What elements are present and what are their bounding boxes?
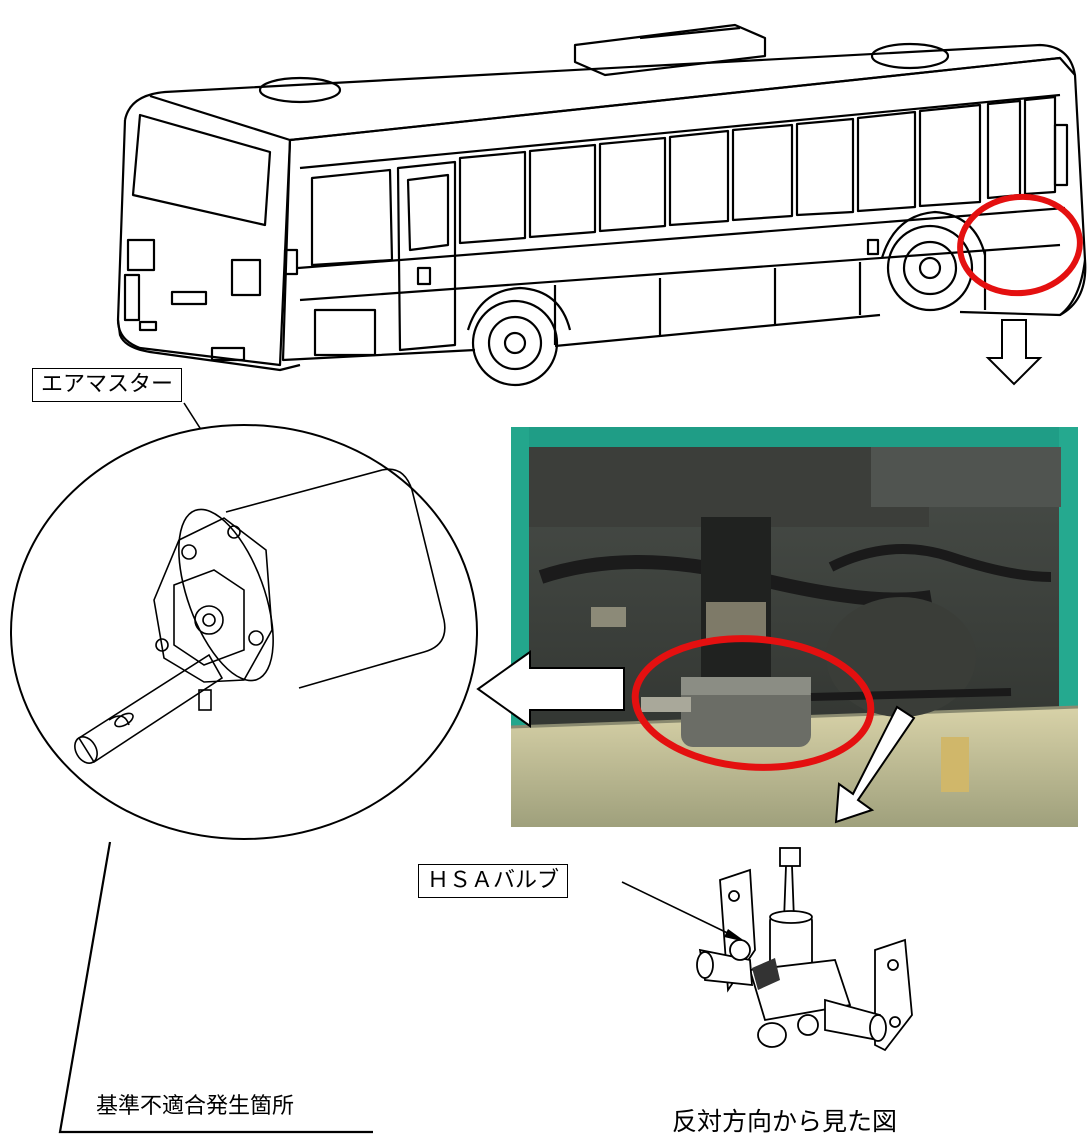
down-arrow-icon	[985, 319, 1043, 386]
air-master-drawing	[10, 424, 478, 840]
photo-highlight-circle	[631, 635, 875, 771]
hsa-valve-label: ＨＳＡバルブ	[418, 864, 569, 898]
air-master-label: エアマスター	[32, 368, 183, 402]
opposite-view-caption: 反対方向から見た図	[672, 1107, 898, 1136]
nonconformity-location-label: 基準不適合発生箇所	[96, 1094, 295, 1119]
diagonal-arrow-icon	[834, 705, 916, 824]
hsa-valve-drawing	[696, 847, 913, 1052]
left-arrow-icon	[476, 650, 625, 728]
photo-undercarriage	[511, 427, 1078, 827]
bus-highlight-circle	[957, 193, 1083, 297]
